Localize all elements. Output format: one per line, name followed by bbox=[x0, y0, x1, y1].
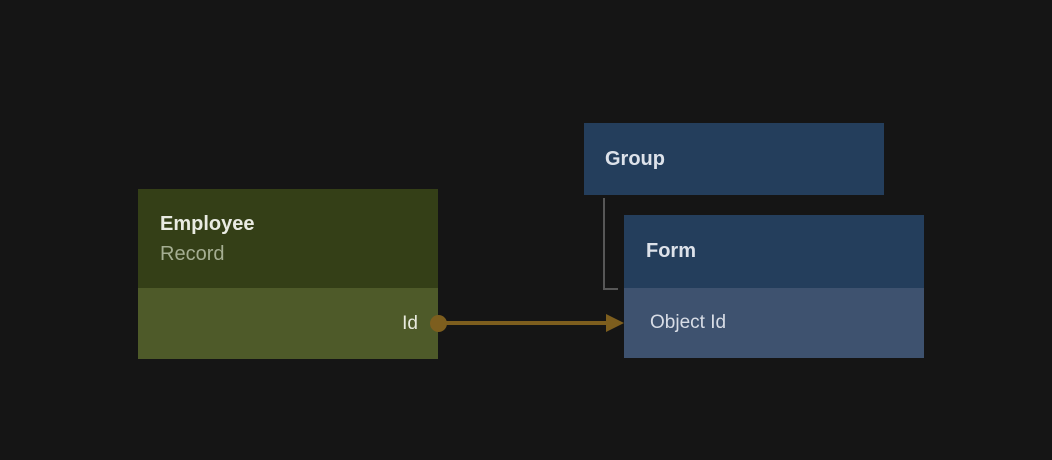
form-node[interactable]: Form Object Id bbox=[624, 215, 924, 358]
employee-record-node[interactable]: Employee Record Id bbox=[138, 189, 438, 359]
connector-vertical-segment bbox=[603, 198, 605, 290]
employee-node-header: Employee Record bbox=[138, 189, 438, 288]
form-field-row-object-id[interactable]: Object Id bbox=[624, 288, 924, 358]
employee-node-title: Employee bbox=[160, 212, 255, 235]
employee-field-label-id: Id bbox=[402, 312, 418, 334]
edge-arrowhead-icon bbox=[606, 314, 624, 332]
group-node[interactable]: Group bbox=[584, 123, 884, 195]
form-node-header: Form bbox=[624, 215, 924, 288]
edge-line bbox=[438, 321, 608, 325]
form-node-title: Form bbox=[646, 240, 696, 262]
form-field-label-object-id: Object Id bbox=[650, 312, 727, 333]
connector-horizontal-segment bbox=[603, 288, 618, 290]
employee-field-row-id[interactable]: Id bbox=[138, 288, 438, 359]
employee-node-subtitle: Record bbox=[160, 242, 225, 265]
group-node-title: Group bbox=[605, 147, 665, 170]
